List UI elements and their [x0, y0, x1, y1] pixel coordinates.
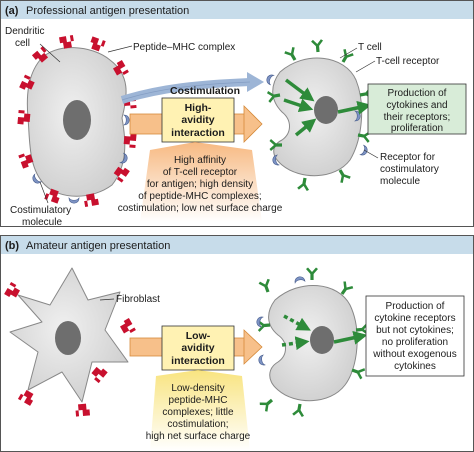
label-costimulatory: Costimulatory — [10, 205, 71, 216]
signal-arrows-b — [281, 314, 368, 351]
outcome-a-0: Production of — [388, 88, 447, 99]
receptor-label-2: molecule — [380, 176, 420, 187]
desc-b-0: Low-density — [171, 383, 224, 394]
dendritic-cell — [26, 47, 127, 197]
desc-b-1: peptide-MHC — [169, 395, 228, 406]
interaction-b-1: Low- — [186, 330, 211, 342]
label-t-cell: T cell — [358, 42, 382, 53]
desc-a-2: for antigen; high density — [147, 179, 253, 190]
signal-arrows-a — [283, 78, 372, 137]
label-dendritic: Dendritic — [5, 26, 44, 37]
desc-b-4: high net surface charge — [146, 431, 251, 442]
label-molecule: molecule — [22, 217, 62, 228]
label-peptide-mhc: Peptide–MHC complex — [133, 42, 235, 53]
fibroblast-cell — [9, 267, 129, 403]
outcome-b-2: but not cytokines; — [376, 325, 454, 336]
label-fibroblast: Fibroblast — [116, 294, 160, 305]
interaction-a-2: avidity — [181, 114, 214, 126]
low-avidity-box — [161, 325, 235, 371]
desc-b-2: complexes; little — [162, 407, 234, 418]
outcome-b-4: without exogenous — [372, 349, 456, 360]
outcome-b-3: no proliferation — [382, 337, 448, 348]
label-tcr: T-cell receptor — [376, 56, 440, 67]
outcome-box-a — [367, 83, 467, 135]
high-avidity-box — [161, 97, 235, 143]
label-costimulation: Costimulation — [170, 85, 240, 97]
outcome-b-1: cytokine receptors — [374, 313, 455, 324]
costimulation-arrow — [120, 78, 251, 104]
desc-a-1: of T-cell receptor — [163, 167, 238, 178]
interaction-a-1: High- — [185, 102, 212, 114]
interaction-b-2: avidity — [181, 342, 214, 354]
panel-b-letter: (b) — [5, 240, 19, 252]
t-cell-b-nucleus — [310, 326, 334, 354]
panel-a-title: Professional antigen presentation — [26, 5, 189, 17]
t-cell-a — [272, 57, 363, 177]
interaction-a-3: interaction — [171, 127, 225, 139]
orange-fan-a — [140, 142, 262, 222]
outcome-a-1: cytokines and — [386, 100, 447, 111]
panel-a-header — [1, 1, 473, 19]
desc-a-3: of peptide-MHC complexes; — [138, 191, 261, 202]
yellow-fan-b — [150, 370, 250, 451]
label-cell: cell — [15, 38, 30, 49]
desc-a-0: High affinity — [174, 155, 226, 166]
outcome-b-0: Production of — [386, 301, 445, 312]
outcome-a-2: their receptors; — [384, 112, 451, 123]
interaction-b-3: interaction — [171, 355, 225, 367]
outcome-box-b — [365, 295, 465, 377]
outcome-a-3: proliferation — [391, 123, 443, 134]
fibroblast-nucleus — [55, 321, 81, 355]
panel-b-header — [1, 236, 473, 254]
desc-a-4: costimulation; low net surface charge — [118, 203, 283, 214]
receptor-label-0: Receptor for — [380, 152, 436, 163]
desc-b-3: costimulation; — [167, 419, 228, 430]
receptor-label-1: costimulatory — [380, 164, 439, 175]
t-cell-b — [268, 285, 358, 402]
panel-b-title: Amateur antigen presentation — [26, 240, 170, 252]
panel-a-letter: (a) — [5, 5, 19, 17]
nucleus — [63, 100, 91, 140]
outcome-b-5: cytokines — [394, 361, 436, 372]
t-cell-nucleus — [314, 96, 338, 124]
